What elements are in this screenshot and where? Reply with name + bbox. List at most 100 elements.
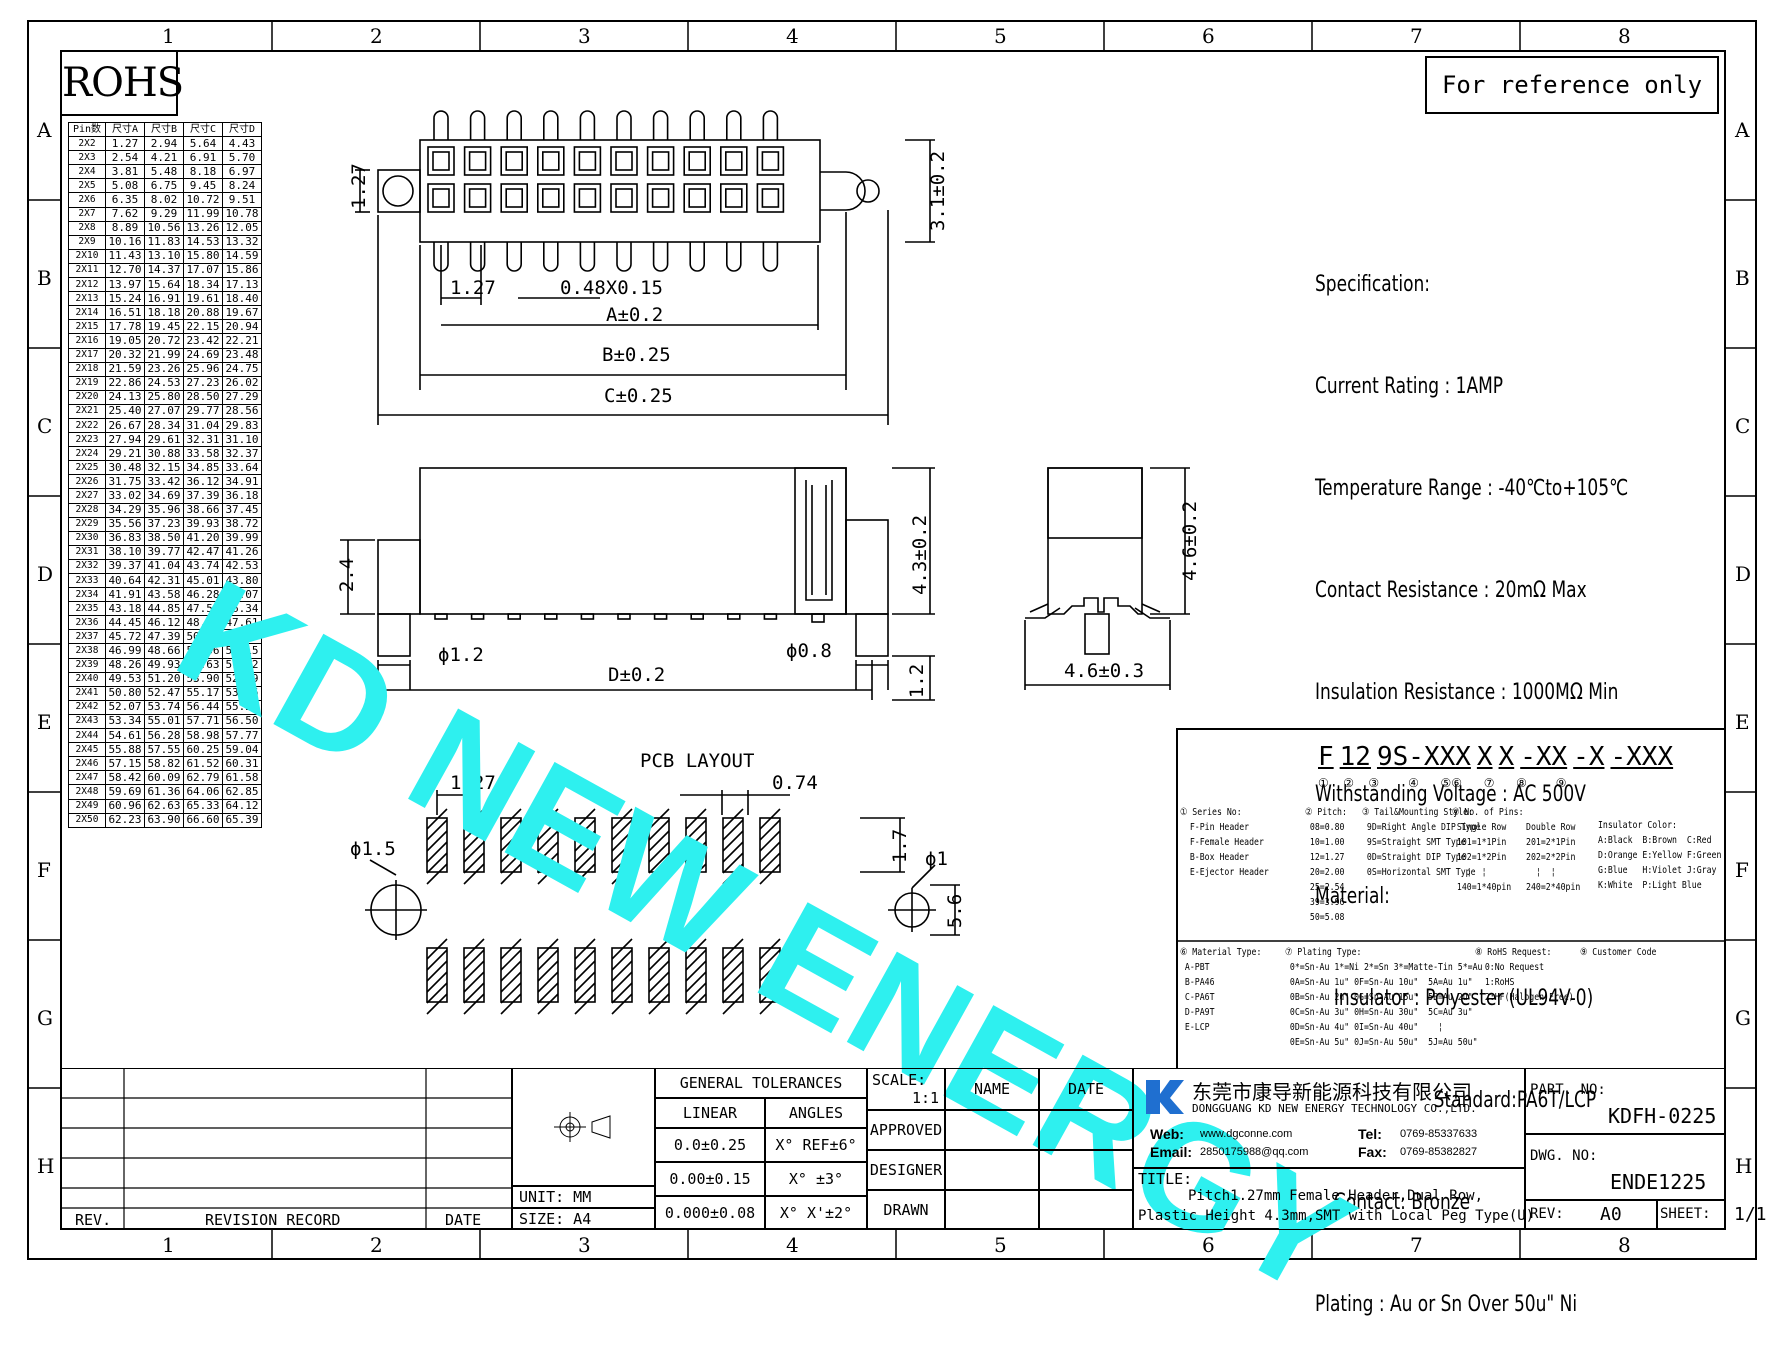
drawn-date[interactable] <box>1039 1190 1133 1230</box>
zone-col-6-top: 6 <box>1202 24 1215 48</box>
title-line-1: Pitch1.27mm Female Header,Dual Row, <box>1188 1188 1484 1204</box>
title-label: TITLE: <box>1138 1170 1193 1188</box>
pad-hatch <box>648 819 670 841</box>
dim-d-cell: 41.26 <box>222 544 262 560</box>
top-pin <box>762 110 779 140</box>
pad-hatch <box>426 808 448 830</box>
pad-hatch <box>426 949 448 971</box>
pad-hatch <box>500 808 522 830</box>
top-pin <box>579 242 596 272</box>
pad-hatch <box>463 830 485 852</box>
pad-hatch <box>648 938 670 960</box>
dim-a-cell: 15.24 <box>105 291 145 307</box>
dim-2-4: 2.4 <box>336 557 359 593</box>
dim-b-cell: 56.28 <box>144 728 184 744</box>
dim-c-cell: 19.61 <box>183 291 223 307</box>
kd-logo-icon <box>1146 1080 1184 1114</box>
pad-hatch <box>685 938 707 960</box>
pad-hatch <box>611 938 633 960</box>
approved-name[interactable] <box>945 1110 1039 1150</box>
pad-hatch <box>537 982 559 1004</box>
pins-cell: 2X37 <box>68 629 106 645</box>
pad-hatch <box>500 993 522 1015</box>
dim-a-cell: 34.29 <box>105 502 145 518</box>
socket-inner <box>651 151 670 171</box>
dim-d-cell: 43.80 <box>222 572 262 589</box>
dim-b-cell: 16.91 <box>144 291 184 307</box>
pad-hatch <box>537 808 559 830</box>
pad-hatch <box>611 819 633 841</box>
pad-hatch <box>685 808 707 830</box>
pad-hatch <box>648 808 670 830</box>
sheet-value: 1/1 <box>1734 1204 1767 1225</box>
pcb-phi-1-5: ϕ1.5 <box>350 838 396 860</box>
socket-inner <box>651 188 670 208</box>
approved-date[interactable] <box>1039 1110 1133 1150</box>
pad-hatch <box>574 938 596 960</box>
pad-hatch <box>463 852 485 874</box>
pins-cell: 2X33 <box>68 572 106 589</box>
pad-hatch <box>500 938 522 960</box>
dim-a-cell: 57.15 <box>105 756 145 772</box>
dim-b-cell: 55.01 <box>144 713 184 730</box>
zone-row-b-left: B <box>37 266 52 290</box>
dim-b-cell: 46.12 <box>144 615 184 631</box>
socket-cavity <box>683 146 712 176</box>
part-no-label: PART. NO: <box>1530 1082 1606 1098</box>
designer-date[interactable] <box>1039 1150 1133 1190</box>
top-pin <box>726 110 742 140</box>
socket-inner <box>505 188 524 208</box>
dim-a-cell: 20.32 <box>105 347 145 363</box>
part-code-seg-1: F <box>1318 742 1334 772</box>
pcb-layout <box>365 790 960 1015</box>
smt-lead <box>690 613 705 620</box>
pad-hatch <box>463 819 485 841</box>
socket-inner <box>468 151 487 171</box>
pad-hatch <box>537 863 559 885</box>
angle-tol-1: X° REF±6° <box>765 1128 867 1162</box>
dim-a-cell: 55.88 <box>105 742 145 758</box>
dim-d-cell: 26.02 <box>222 375 262 391</box>
dim-4-6-width: 4.6±0.3 <box>1064 660 1145 682</box>
dim-d-cell: 27.29 <box>222 389 262 405</box>
designer-label: DESIGNER <box>867 1150 945 1190</box>
dim-d-cell: 29.83 <box>222 417 262 434</box>
legend-material: ⑥ Material Type: A-PBT B-PA46 C-PA6T D-P… <box>1180 947 1262 1033</box>
dim-a-cell: 2.54 <box>105 150 145 166</box>
top-pin <box>689 242 705 272</box>
socket-cavity <box>610 146 638 176</box>
designer-name[interactable] <box>945 1150 1039 1190</box>
drawn-name[interactable] <box>945 1190 1039 1230</box>
part-numbering-panel <box>1176 728 1726 1068</box>
dim-a-cell: 30.48 <box>105 460 145 476</box>
socket-cavity <box>427 146 455 176</box>
spec-contact-resistance: Contact Resistance : 20mΩ Max <box>1315 578 1587 603</box>
pad-hatch <box>759 938 781 960</box>
legend-plating: ⑦ Plating Type: 0*=Sn-Au 1*=Ni 2*=Sn 3*=… <box>1285 947 1483 1048</box>
dim-a-cell: 41.91 <box>105 587 145 603</box>
web-value[interactable]: www.dgconne.com <box>1200 1128 1293 1140</box>
top-pin <box>543 110 559 140</box>
socket-inner <box>724 188 743 208</box>
dim-d-cell: 42.53 <box>222 558 262 575</box>
pad-hatch <box>685 949 707 971</box>
pad-hatch <box>537 949 559 971</box>
pad-hatch <box>500 830 522 852</box>
part-code-seg-4: X <box>1476 742 1493 772</box>
email-value[interactable]: 2850175988@qq.com <box>1200 1146 1309 1158</box>
smt-lead <box>580 613 595 620</box>
pad-hatch <box>648 830 670 852</box>
rohs-badge: ROHS <box>60 50 184 116</box>
dim-pin-size: 0.48X0.15 <box>560 277 663 299</box>
dim-d-cell: 50.15 <box>222 643 262 659</box>
dim-c-cell: 25.96 <box>183 361 223 377</box>
pad-hatch <box>722 938 744 960</box>
zone-col-7-top: 7 <box>1410 24 1423 48</box>
pad-hatch <box>500 852 522 874</box>
top-pin <box>543 242 559 272</box>
